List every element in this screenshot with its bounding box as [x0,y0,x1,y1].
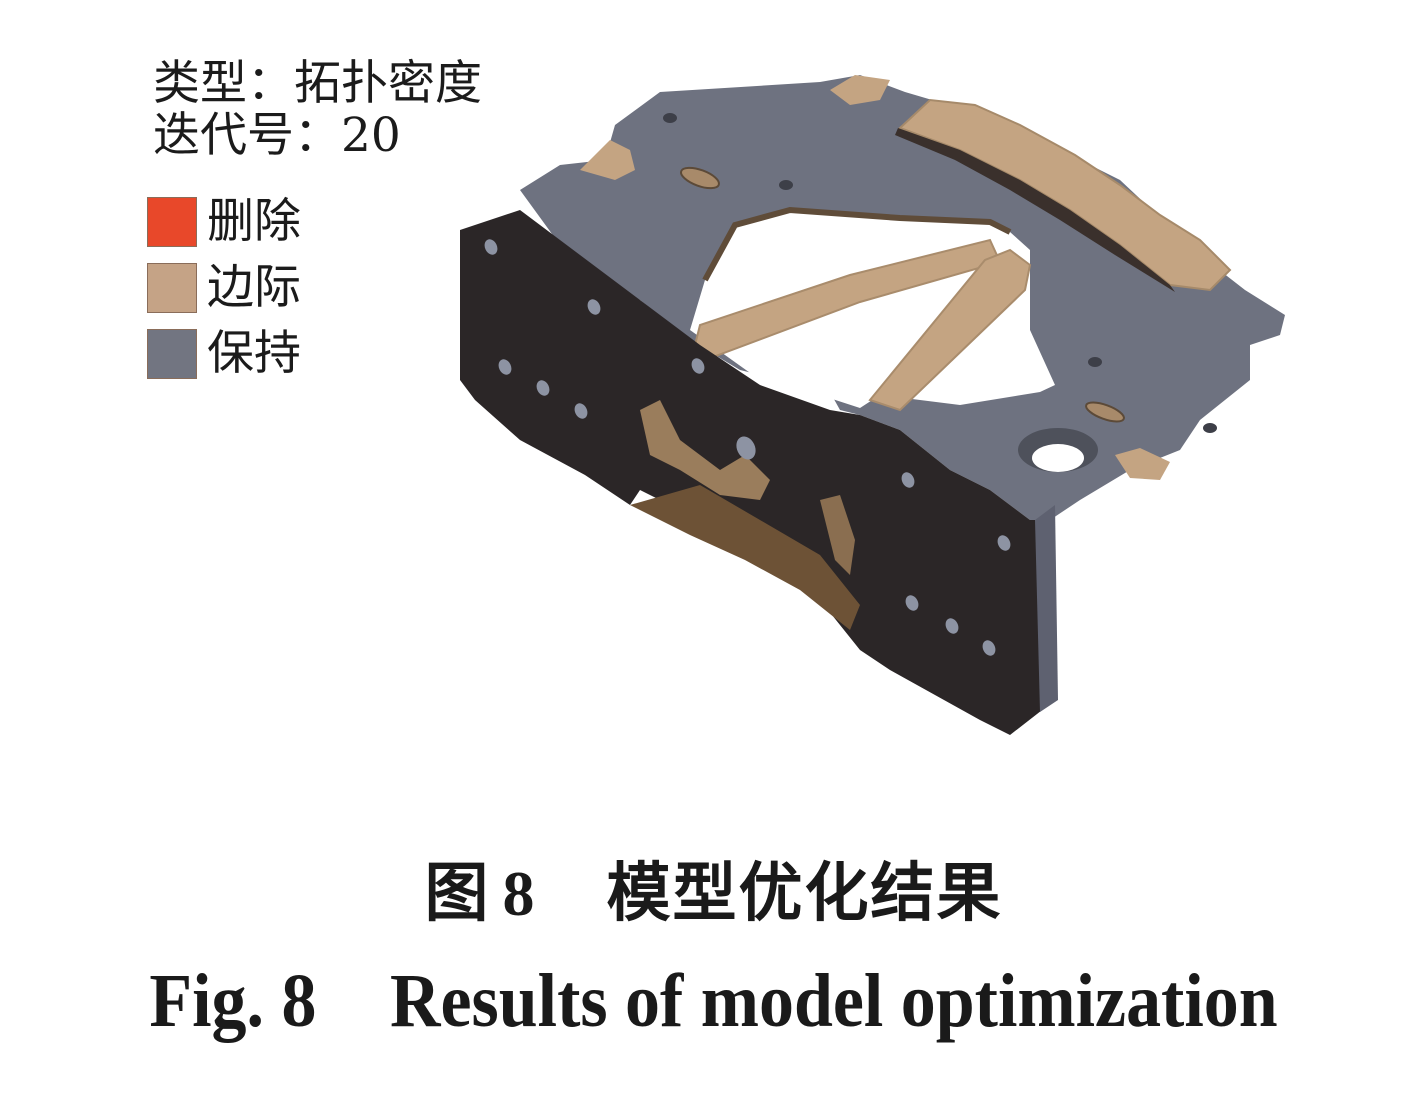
caption-en-prefix: Fig. 8 [149,959,317,1043]
bolt-hole [736,436,756,460]
legend-label: 保持 [207,326,301,381]
caption-cn-title: 模型优化结果 [606,857,1003,931]
bore-inner [1032,444,1084,472]
marginal-patch [1115,448,1170,480]
result-info: 类型：拓扑密度 迭代号：20 [153,58,482,162]
result-type-value: 拓扑密度 [294,56,482,111]
legend-item-keep: 保持 [147,322,301,386]
caption-en-title: Results of model optimization [390,959,1278,1043]
bolt-hole [587,299,601,315]
bolt-hole [484,239,498,255]
legend-item-delete: 删除 [147,190,301,254]
legend-swatch-marginal [147,263,197,313]
bolt-hole [536,380,550,396]
bolt-hole [498,359,512,375]
iteration-row: 迭代号：20 [153,110,482,162]
topology-model-render [460,75,1285,735]
cutout-edge [702,206,1012,282]
bolt-hole [982,640,996,656]
result-type-row: 类型：拓扑密度 [153,58,482,110]
legend-label: 删除 [207,194,301,249]
slot [1085,401,1125,423]
result-type-label: 类型： [153,56,294,111]
legend-swatch-keep [147,329,197,379]
hole [1203,423,1217,433]
bolt-hole [905,595,919,611]
caption-cn-prefix: 图 [424,857,491,931]
legend-label: 边际 [207,260,301,315]
hole [663,113,677,123]
legend: 删除 边际 保持 [147,190,301,388]
beam-right [868,248,1032,412]
bolt-hole [691,358,705,374]
bolt-hole [901,472,915,488]
beam-left [693,238,1002,362]
bolt-hole [945,618,959,634]
ridge-shadow [895,128,1175,292]
side-plate-edge [1035,505,1058,712]
bolt-hole [997,535,1011,551]
marginal-web [640,400,770,500]
marginal-arch [630,485,860,630]
legend-swatch-delete [147,197,197,247]
iteration-label: 迭代号： [153,108,341,163]
hole [779,180,793,190]
slot [680,166,720,190]
caption-english: Fig. 8 Results of model optimization [57,958,1370,1045]
bolt-hole [574,403,588,419]
iteration-value: 20 [341,108,401,163]
marginal-blob-top [580,140,635,180]
marginal-web-right [820,495,855,575]
hole [1088,357,1102,367]
marginal-blob-topright [830,75,890,105]
legend-item-marginal: 边际 [147,256,301,320]
caption-cn-number: 8 [502,858,537,929]
